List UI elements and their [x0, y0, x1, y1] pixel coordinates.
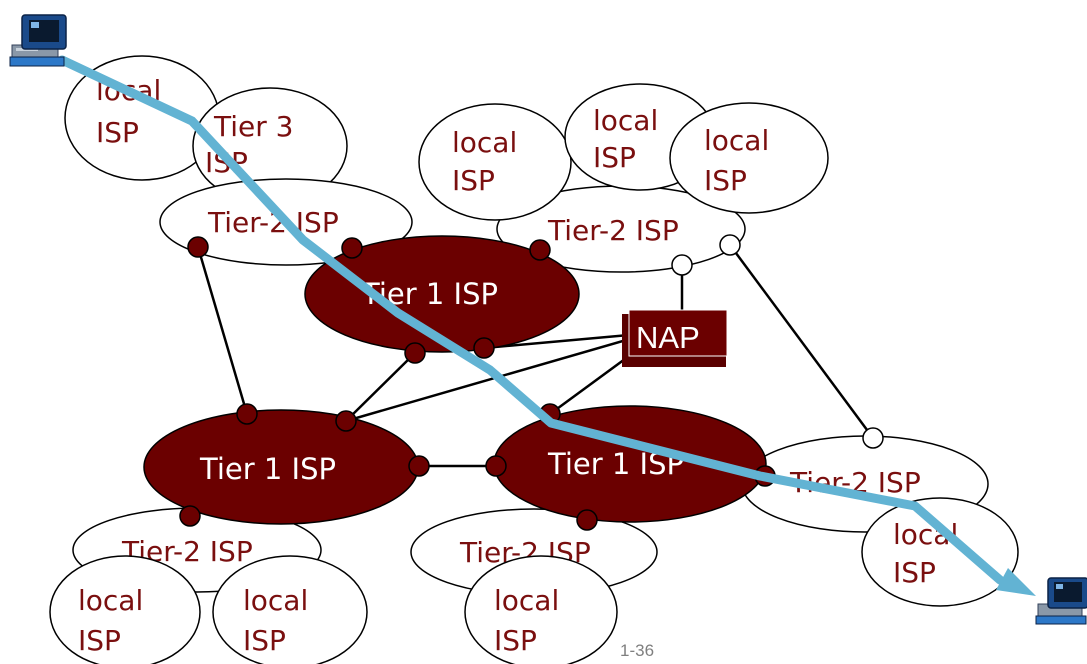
nap-node [862, 427, 884, 449]
isp-local-bottom-2: local ISP [212, 555, 368, 664]
router-node [576, 509, 598, 531]
link-tier1-top-to-tier1-bottom-left [345, 352, 416, 422]
isp-tier1-bottom-left: Tier 1 ISP [143, 409, 419, 525]
router-node [408, 455, 430, 477]
router-node [335, 410, 357, 432]
link-tier2-top-right-to-tier2-right [728, 244, 875, 439]
label-line-2: ISP [593, 141, 636, 174]
page-number: 1-36 [620, 641, 654, 660]
isp-tier2-top-right: Tier-2 ISP [496, 185, 746, 273]
label-line-2: ISP [893, 556, 936, 589]
isp-local-top-3: local ISP [669, 102, 829, 214]
nap-node [671, 254, 693, 276]
isp-local-bottom-1: local ISP [49, 555, 201, 664]
destination-computer-icon [1035, 577, 1087, 625]
nap-nodes [671, 234, 884, 449]
label: Tier-2 ISP [547, 214, 679, 247]
label-line-1: local [593, 104, 658, 137]
label-line-1: local [243, 584, 308, 617]
label-line-2: ISP [704, 164, 747, 197]
source-computer-icon [9, 14, 67, 67]
label-line-1: Tier 3 [213, 110, 293, 143]
nap-node [719, 234, 741, 256]
router-node [341, 237, 363, 259]
arrowhead-icon [996, 568, 1036, 596]
label-line-2: ISP [243, 624, 286, 657]
label-line-2: ISP [96, 116, 139, 149]
link-tier1-top-to-nap [483, 332, 641, 350]
label-line-1: local [78, 584, 143, 617]
isp-local-bottom-3: local ISP [464, 555, 618, 664]
label-line-1: local [494, 584, 559, 617]
nap-box: NAP [622, 309, 728, 367]
nap-label: NAP [636, 320, 700, 355]
label-line-1: local [452, 126, 517, 159]
label-line-2: ISP [452, 164, 495, 197]
router-node [187, 236, 209, 258]
isp-tier1-top: Tier 1 ISP [304, 235, 580, 353]
label-line-1: local [704, 124, 769, 157]
router-node [404, 342, 426, 364]
isp-local-top-1: local ISP [418, 103, 572, 221]
label: Tier 1 ISP [199, 452, 336, 486]
router-node [529, 239, 551, 261]
packet-path [57, 55, 1036, 596]
isp-tier1-bottom-right: Tier 1 ISP [493, 405, 767, 523]
router-node [179, 505, 201, 527]
isp-local-right: local ISP [861, 497, 1019, 607]
label-line-2: ISP [78, 624, 121, 657]
router-node [485, 455, 507, 477]
label-line-2: ISP [494, 624, 537, 657]
router-node [236, 403, 258, 425]
link-tier2-left-to-tier1-bottom-left [196, 246, 249, 415]
router-node [473, 337, 495, 359]
